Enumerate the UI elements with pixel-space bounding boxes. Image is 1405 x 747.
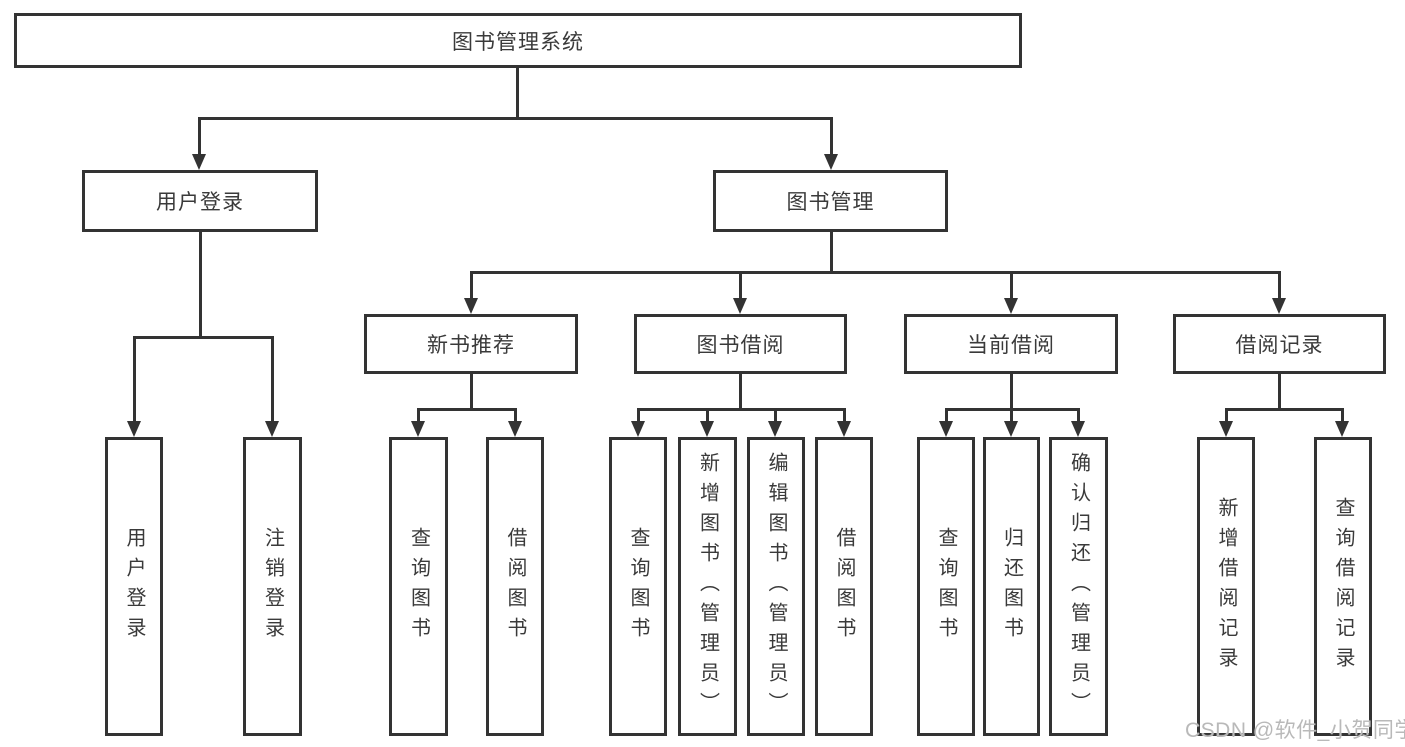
arrow-down-icon bbox=[700, 421, 714, 437]
node-leaf-borrow-books-2: 借阅图书 bbox=[815, 437, 873, 736]
connector-line bbox=[830, 232, 833, 273]
node-leaf-return-books: 归还图书 bbox=[983, 437, 1040, 736]
connector-line bbox=[516, 68, 519, 119]
connector-line bbox=[945, 408, 948, 423]
node-leaf-borrow-books-1: 借阅图书 bbox=[486, 437, 544, 736]
arrow-down-icon bbox=[939, 421, 953, 437]
connector-line bbox=[739, 374, 742, 410]
arrow-down-icon bbox=[1272, 298, 1286, 314]
node-user-login: 用户登录 bbox=[82, 170, 318, 232]
node-leaf-edit-books-admin: 编辑图书（管理员） bbox=[747, 437, 805, 736]
node-leaf-query-books-3: 查询图书 bbox=[917, 437, 975, 736]
arrow-down-icon bbox=[824, 154, 838, 170]
connector-line bbox=[417, 408, 516, 411]
connector-line bbox=[198, 117, 832, 120]
node-book-borrow: 图书借阅 bbox=[634, 314, 847, 374]
arrow-down-icon bbox=[1004, 421, 1018, 437]
node-book-management: 图书管理 bbox=[713, 170, 948, 232]
node-leaf-user-login: 用户登录 bbox=[105, 437, 163, 736]
node-leaf-add-books-admin: 新增图书（管理员） bbox=[678, 437, 737, 736]
connector-line bbox=[830, 117, 833, 156]
connector-line bbox=[471, 271, 1280, 274]
arrow-down-icon bbox=[192, 154, 206, 170]
arrow-down-icon bbox=[508, 421, 522, 437]
node-leaf-query-books-1: 查询图书 bbox=[389, 437, 448, 736]
connector-line bbox=[843, 408, 846, 423]
node-leaf-query-borrow-record: 查询借阅记录 bbox=[1314, 437, 1372, 736]
node-leaf-query-books-2: 查询图书 bbox=[609, 437, 667, 736]
connector-line bbox=[470, 374, 473, 410]
arrow-down-icon bbox=[733, 298, 747, 314]
connector-line bbox=[133, 336, 274, 339]
connector-line bbox=[514, 408, 517, 423]
connector-line bbox=[637, 408, 640, 423]
connector-line bbox=[774, 408, 777, 423]
connector-line bbox=[739, 271, 742, 299]
arrow-down-icon bbox=[265, 421, 279, 437]
arrow-down-icon bbox=[1335, 421, 1349, 437]
connector-line bbox=[1077, 408, 1080, 423]
connector-line bbox=[1278, 271, 1281, 299]
connector-line bbox=[271, 336, 274, 423]
arrow-down-icon bbox=[631, 421, 645, 437]
connector-line bbox=[417, 408, 420, 423]
node-leaf-logout: 注销登录 bbox=[243, 437, 302, 736]
arrow-down-icon bbox=[411, 421, 425, 437]
connector-line bbox=[470, 271, 473, 299]
node-library-management-system: 图书管理系统 bbox=[14, 13, 1022, 68]
arrow-down-icon bbox=[837, 421, 851, 437]
node-borrow-record: 借阅记录 bbox=[1173, 314, 1386, 374]
arrow-down-icon bbox=[1004, 298, 1018, 314]
csdn-watermark: CSDN @软件_小贺同学 bbox=[1185, 719, 1405, 742]
arrow-down-icon bbox=[1219, 421, 1233, 437]
node-leaf-confirm-return-admin: 确认归还（管理员） bbox=[1049, 437, 1108, 736]
connector-line bbox=[198, 117, 201, 156]
arrow-down-icon bbox=[464, 298, 478, 314]
connector-line bbox=[133, 336, 136, 423]
connector-line bbox=[1278, 374, 1281, 410]
connector-line bbox=[1341, 408, 1344, 423]
connector-line bbox=[1010, 408, 1013, 423]
connector-line bbox=[706, 408, 709, 423]
arrow-down-icon bbox=[768, 421, 782, 437]
connector-line bbox=[637, 408, 844, 411]
node-new-book-recommend: 新书推荐 bbox=[364, 314, 578, 374]
arrow-down-icon bbox=[127, 421, 141, 437]
arrow-down-icon bbox=[1071, 421, 1085, 437]
node-current-borrow: 当前借阅 bbox=[904, 314, 1118, 374]
node-leaf-add-borrow-record: 新增借阅记录 bbox=[1197, 437, 1255, 736]
connector-line bbox=[1010, 271, 1013, 299]
connector-line bbox=[199, 232, 202, 338]
connector-line bbox=[1225, 408, 1343, 411]
connector-line bbox=[1225, 408, 1228, 423]
connector-line bbox=[1010, 374, 1013, 410]
